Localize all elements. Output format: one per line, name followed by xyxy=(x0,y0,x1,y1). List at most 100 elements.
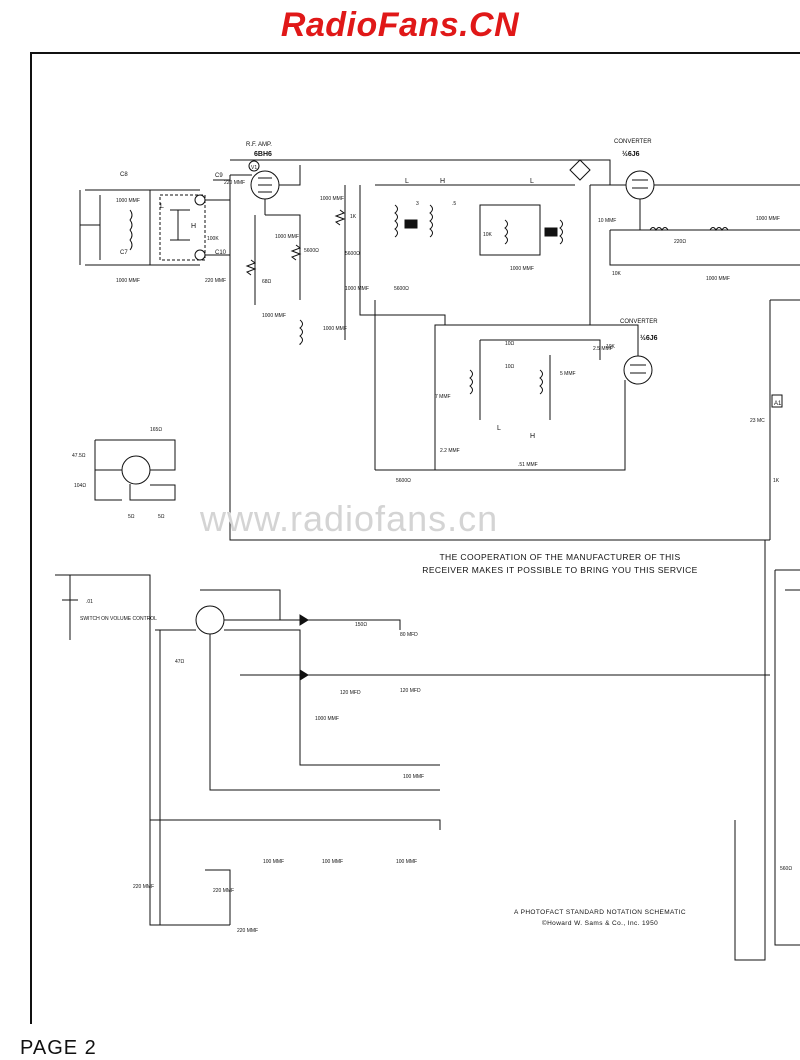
svg-text:V1: V1 xyxy=(251,165,257,171)
photofact-credit: A PHOTOFACT STANDARD NOTATION SCHEMATIC … xyxy=(500,907,700,929)
c9-label: C9 xyxy=(215,173,223,179)
c45-value: 100 MMF xyxy=(322,859,343,865)
site-title: RadioFans.CN xyxy=(280,6,520,44)
c8-value: 1000 MMF xyxy=(116,198,140,204)
c15-value: .5 xyxy=(452,201,456,207)
c106-value: 1000 MMF xyxy=(315,716,339,722)
c17-value: 1000 MMF xyxy=(345,286,369,292)
c36-value: 220 MMF xyxy=(133,884,154,890)
notice-line-2: RECEIVER MAKES IT POSSIBLE TO BRING YOU … xyxy=(422,565,698,575)
svg-text:L: L xyxy=(497,425,501,432)
c31-value: 220 MMF xyxy=(213,888,234,894)
r17-value: 5600Ω xyxy=(394,286,409,292)
credit-line-1: A PHOTOFACT STANDARD NOTATION SCHEMATIC xyxy=(514,909,686,916)
c28-value: 80 MFD xyxy=(400,632,418,638)
c34-value: 120 MFD xyxy=(400,688,421,694)
svg-text:R.F. AMP.: R.F. AMP. xyxy=(246,142,272,148)
l9-coil xyxy=(504,219,508,245)
notice-line-1: THE COOPERATION OF THE MANUFACTURER OF T… xyxy=(439,552,681,562)
r14-resistor xyxy=(245,259,257,276)
l13-coil xyxy=(539,369,543,395)
c33-value: 100 MMF xyxy=(263,859,284,865)
mc-value: 23 MC xyxy=(750,418,765,424)
r11-value: 100K xyxy=(207,236,219,242)
c21-value: .51 MMF xyxy=(518,462,538,468)
svg-text:H: H xyxy=(440,178,445,185)
watermark: www.radiofans.cn xyxy=(200,498,499,539)
svg-text:L: L xyxy=(530,178,534,185)
power-supply-section: .01 SWITCH ON VOLUME CONTROL 150Ω 80 MFD… xyxy=(55,574,770,934)
svg-text:A1: A1 xyxy=(774,401,782,407)
r26-value: 10Ω xyxy=(505,364,515,370)
l7-coil xyxy=(394,204,398,238)
filament-resistor-network: 165Ω 47.5Ω 104Ω 5Ω 5Ω xyxy=(72,427,176,520)
svg-text:H: H xyxy=(191,223,196,230)
c20-value: 2.2 MMF xyxy=(440,448,460,454)
r22-value: 5600Ω xyxy=(396,478,411,484)
c22-value: 7 MMF xyxy=(435,394,451,400)
c8-label: C8 xyxy=(120,172,128,178)
b-plus-bus-top xyxy=(230,159,611,185)
r16-value: 5600Ω xyxy=(345,251,360,257)
svg-text:C10: C10 xyxy=(215,250,227,256)
res-475-value: 47.5Ω xyxy=(72,453,86,459)
c9-value: 220 MMF xyxy=(224,180,245,186)
l6-coil xyxy=(429,204,433,238)
rf-amp-tube: R.F. AMP. 6BH6 V1 xyxy=(230,142,301,215)
c14-value: 3 xyxy=(416,201,419,207)
c16-value: 1000 MMF xyxy=(323,326,347,332)
c1-value: 120 MFD xyxy=(340,690,361,696)
svg-text:H: H xyxy=(530,433,535,440)
r14-value: 68Ω xyxy=(262,279,272,285)
tuner-section: L H L 3 .5 5600Ω 1000 MMF 5600Ω 10K 1000… xyxy=(345,159,591,326)
r15-resistor xyxy=(290,244,302,261)
c7-label: C7 xyxy=(120,250,128,256)
r13-value: 1K xyxy=(350,214,357,220)
r72-value: 560Ω xyxy=(780,866,792,872)
res-104-value: 104Ω xyxy=(74,483,86,489)
res-165-value: 165Ω xyxy=(150,427,162,433)
c10-value: 220 MMF xyxy=(205,278,226,284)
schematic-frame xyxy=(30,52,800,1024)
svg-text:½6J6: ½6J6 xyxy=(622,150,640,158)
l10-coil xyxy=(559,219,563,245)
c27-value: 1000 MMF xyxy=(756,216,780,222)
svg-text:L: L xyxy=(405,178,409,185)
c19-value: 1000 MMF xyxy=(510,266,534,272)
l2-coil xyxy=(129,209,133,251)
c11-value: 1000 MMF xyxy=(262,313,286,319)
svg-text:CONVERTER: CONVERTER xyxy=(614,139,652,145)
res-5b-value: 5Ω xyxy=(158,514,165,520)
antenna-coil-box xyxy=(159,194,206,261)
manufacturer-notice: THE COOPERATION OF THE MANUFACTURER OF T… xyxy=(420,551,700,577)
l9-box xyxy=(479,204,541,256)
c13-value: 1000 MMF xyxy=(320,196,344,202)
svg-text:6BH6: 6BH6 xyxy=(254,151,272,158)
l12-coil xyxy=(469,369,473,395)
c12-value: 1000 MMF xyxy=(275,234,299,240)
r19-value: 1K xyxy=(773,478,780,484)
r20-value: 10K xyxy=(606,344,616,350)
c53-value: 100 MMF xyxy=(396,859,417,865)
c29-value: 220 MMF xyxy=(237,928,258,934)
c107-value: .01 xyxy=(86,599,93,605)
converter2-tube: CONVERTER ½6J6 xyxy=(434,319,658,470)
svg-text:CONVERTER: CONVERTER xyxy=(620,319,658,325)
r25-value: 10Ω xyxy=(505,341,515,347)
switch-label: SWITCH ON VOLUME CONTROL xyxy=(80,616,157,622)
r108-value: 150Ω xyxy=(355,622,367,628)
r27-value: 10K xyxy=(483,232,493,238)
r18-value: 10K xyxy=(612,271,622,277)
res-5a-value: 5Ω xyxy=(128,514,135,520)
svg-text:½6J6: ½6J6 xyxy=(640,334,658,342)
c25-value: 10 MMF xyxy=(598,218,616,224)
ground-bus-loop xyxy=(229,265,770,541)
r21-value: 220Ω xyxy=(674,239,686,245)
credit-line-2: ©Howard W. Sams & Co., Inc. 1950 xyxy=(541,920,659,927)
c24-value: 2.5 MMF xyxy=(593,346,613,352)
r15-value: 5600Ω xyxy=(304,248,319,254)
c23-value: 5 MMF xyxy=(560,371,576,377)
page-number: PAGE 2 xyxy=(20,1037,97,1059)
converter1-tube: CONVERTER ½6J6 xyxy=(590,139,800,230)
